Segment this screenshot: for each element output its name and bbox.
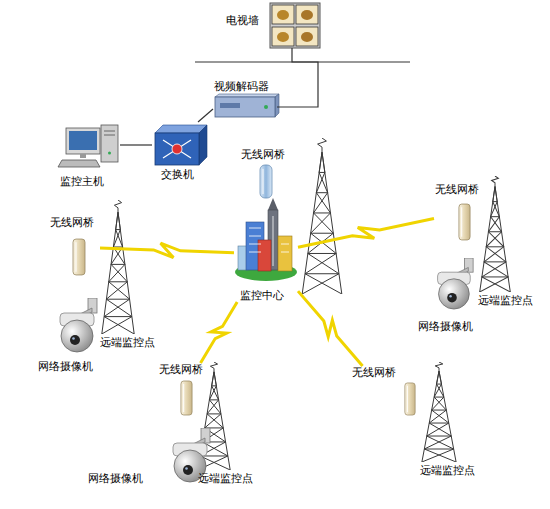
wireless-bridge: 无线网桥: [434, 183, 486, 243]
switch-icon: [155, 125, 207, 165]
wireless-link: [298, 291, 363, 366]
computer-icon: [58, 125, 118, 167]
node-label: 无线网桥: [241, 148, 291, 161]
wireless-bridge-icon: [260, 165, 272, 198]
remote-site: 远端监控点: [194, 362, 260, 488]
monitoring-center: 监控中心: [234, 206, 298, 302]
node-label: 远端监控点: [100, 336, 160, 349]
camera-icon: [438, 258, 474, 309]
wireless-link: [201, 302, 238, 363]
wireless-bridge: 无线网桥: [50, 216, 100, 278]
cable: [120, 144, 152, 145]
node-label: 远端监控点: [420, 464, 484, 477]
tv-wall-icon: [270, 3, 320, 48]
cable: [198, 109, 213, 122]
node-label: 网络摄像机: [88, 472, 150, 485]
tower-icon: [102, 200, 134, 334]
wireless-bridge-icon: [459, 204, 470, 240]
camera-icon: [60, 298, 97, 352]
wireless-link: [298, 218, 434, 247]
wireless-link: [100, 243, 234, 257]
tower-icon: [480, 176, 511, 292]
decoder-icon: [215, 94, 279, 117]
tv-wall: 电视墙: [224, 2, 322, 48]
node-label: 无线网桥: [159, 363, 209, 376]
wireless-bridge-icon: [181, 381, 192, 415]
node-label: 网络摄像机: [418, 320, 480, 333]
tower-icon: [422, 362, 456, 462]
wireless-bridge: 无线网桥: [158, 363, 210, 418]
node-label: 网络摄像机: [38, 360, 100, 373]
building-cluster: [235, 198, 297, 281]
network-switch: 交换机: [152, 122, 208, 182]
node-label: 视频解码器: [214, 80, 276, 93]
remote-site: 远端监控点: [94, 210, 160, 350]
node-label: 无线网桥: [352, 366, 404, 379]
network-camera: 网络摄像机: [86, 424, 214, 486]
wireless-bridge-icon: [73, 239, 85, 275]
wireless-bridge: 无线网桥: [352, 366, 418, 418]
network-camera: 网络摄像机: [36, 296, 102, 376]
wireless-bridge-icon: [405, 383, 415, 415]
video-decoder: 视频解码器: [213, 80, 277, 117]
node-label: 远端监控点: [478, 294, 544, 307]
node-label: 监控中心: [240, 289, 296, 302]
tower-icon: [302, 138, 342, 294]
node-label: 交换机: [161, 168, 205, 181]
network-camera: 网络摄像机: [416, 256, 482, 336]
node-label: 监控主机: [60, 175, 118, 188]
cable: [277, 48, 318, 107]
signal-bus: [195, 61, 410, 62]
node-label: 电视墙: [226, 14, 270, 27]
wireless-bridge: 无线网桥: [240, 148, 292, 200]
node-label: 无线网桥: [435, 183, 485, 196]
monitor-host: 监控主机: [58, 124, 120, 188]
remote-site: 远端监控点: [476, 180, 546, 310]
node-label: 无线网桥: [50, 216, 100, 229]
node-label: 远端监控点: [198, 472, 260, 485]
remote-site: 远端监控点: [416, 362, 486, 480]
